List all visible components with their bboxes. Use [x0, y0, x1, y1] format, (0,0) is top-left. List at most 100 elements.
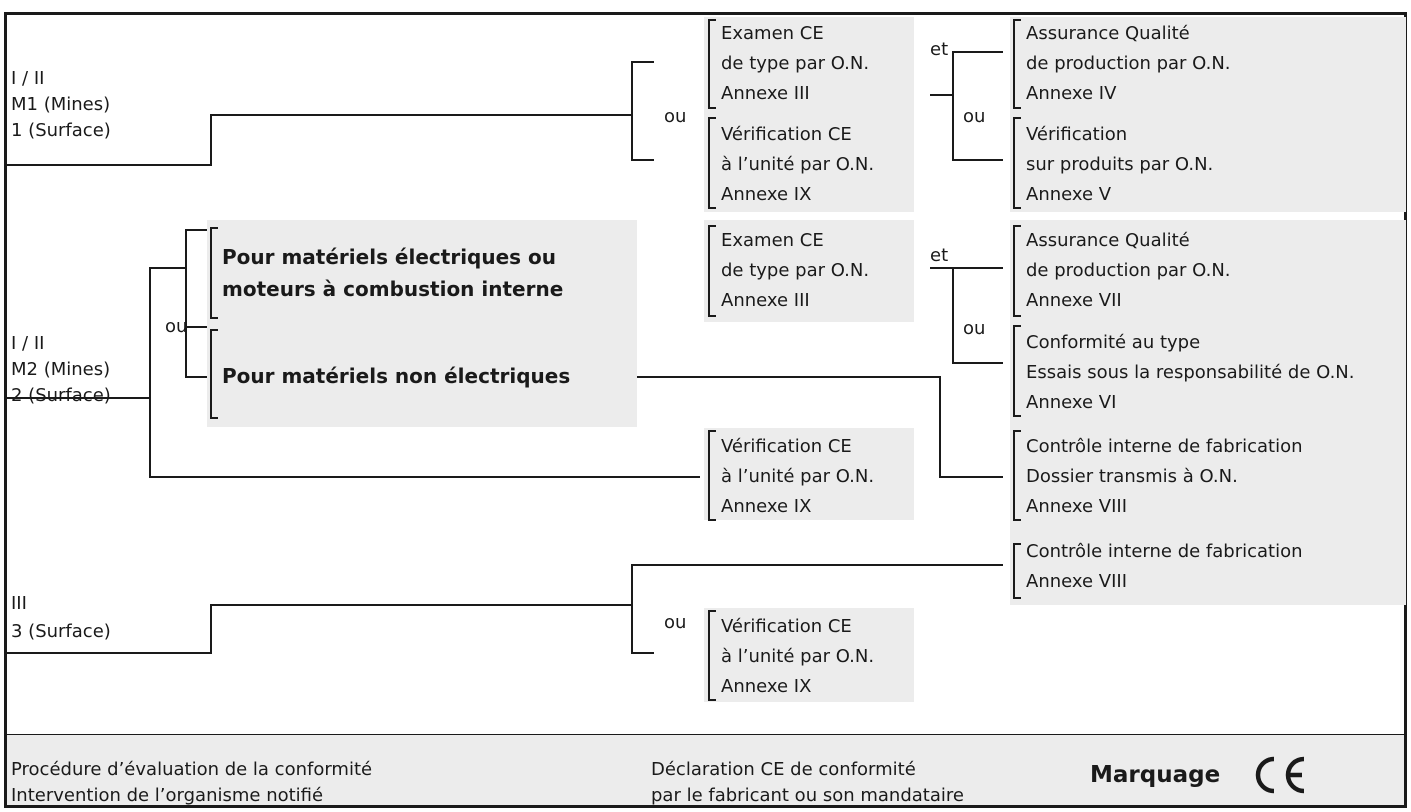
ou-label-2: ou	[963, 106, 986, 127]
ou-label-4: ou	[963, 318, 986, 339]
aq-iv-l2: de production par O.N.	[1026, 53, 1231, 74]
bracket-viii	[1013, 543, 1021, 599]
ou-label-5: ou	[664, 612, 687, 633]
vi-l2: Essais sous la responsabilité de O.N.	[1026, 362, 1355, 383]
ou-label-3: ou	[165, 316, 188, 337]
cat1-branch	[7, 61, 654, 166]
cat2-ou-branch	[149, 229, 207, 398]
materials-non-electrical: Pour matériels non électriques	[222, 362, 570, 391]
verif-unite-1: Vérification CE à l’unité par O.N. Annex…	[721, 121, 874, 208]
dossier-l2: Dossier transmis à O.N.	[1026, 466, 1238, 487]
bracket-examen-2	[708, 225, 716, 317]
box-examen-ce-2	[704, 220, 914, 322]
box-verif-2	[704, 428, 914, 520]
non-elec-to-viii	[637, 376, 1003, 478]
examen-ce-2-l2: de type par O.N.	[721, 260, 870, 281]
bracket-aq-vii	[1013, 225, 1021, 317]
verif-unite-2-l3: Annexe IX	[721, 496, 812, 517]
footer-left: Procédure d’évaluation de la conformité …	[11, 757, 372, 809]
aq-iv: Assurance Qualité de production par O.N.…	[1026, 20, 1231, 107]
aq-iv-l3: Annexe IV	[1026, 83, 1117, 104]
examen-ce-1: Examen CE de type par O.N. Annexe III	[721, 20, 869, 107]
dossier-l3: Annexe VIII	[1026, 496, 1128, 517]
box-aq-vii	[1010, 220, 1406, 605]
examen-ce-1-l2: de type par O.N.	[721, 53, 870, 74]
verif-unite-3-l1: Vérification CE	[721, 616, 852, 637]
examen-ce-2-l1: Examen CE	[721, 230, 824, 251]
examen-ce-2-l3: Annexe III	[721, 290, 810, 311]
verif-unite-3: Vérification CE à l’unité par O.N. Annex…	[721, 613, 874, 700]
bracket-verif-1	[708, 117, 716, 209]
cat2-branch	[7, 397, 700, 478]
bracket-elec	[210, 227, 218, 319]
footer-band	[7, 735, 1404, 805]
footer-middle-l2: par le fabricant ou son mandataire	[651, 785, 964, 806]
bracket-examen-1	[708, 19, 716, 109]
verif-unite-1-l1: Vérification CE	[721, 124, 852, 145]
bracket-verif-3	[708, 610, 716, 701]
cat3-line-1: III	[11, 593, 27, 614]
cat1-label: I / II M1 (Mines) 1 (Surface)	[11, 68, 111, 142]
materials-electrical: Pour matériels électriques ou moteurs à …	[222, 243, 563, 304]
verif-unite-3-l2: à l’unité par O.N.	[721, 646, 875, 667]
materials-electrical-l1: Pour matériels électriques ou	[222, 245, 557, 269]
marquage-label: Marquage	[1090, 762, 1221, 788]
viii-l1: Contrôle interne de fabrication	[1026, 541, 1303, 562]
vi-l3: Annexe VI	[1026, 392, 1117, 413]
verif-v-l3: Annexe V	[1026, 184, 1112, 205]
conformite-type-vi: Conformité au type Essais sous la respon…	[1026, 329, 1354, 416]
materials-non-electrical-l1: Pour matériels non électriques	[222, 364, 571, 388]
et-label-1: et	[930, 39, 949, 60]
aq-iv-l1: Assurance Qualité	[1026, 23, 1190, 44]
cat2-line-1: I / II	[11, 333, 45, 354]
box-aq-iv	[1010, 17, 1406, 212]
footer-middle-l1: Déclaration CE de conformité	[651, 759, 916, 780]
bracket-verif-v	[1013, 117, 1021, 209]
verif-v-l2: sur produits par O.N.	[1026, 154, 1214, 175]
aq-vii: Assurance Qualité de production par O.N.…	[1026, 227, 1231, 314]
verif-v-l1: Vérification	[1026, 124, 1128, 145]
footer-middle: Déclaration CE de conformité par le fabr…	[651, 757, 964, 809]
cat1-line-2: M1 (Mines)	[11, 94, 111, 115]
cat2-label: I / II M2 (Mines) 2 (Surface)	[11, 333, 111, 407]
cat1-line-3: 1 (Surface)	[11, 120, 111, 141]
verif-unite-1-l3: Annexe IX	[721, 184, 812, 205]
verif-unite-2-l1: Vérification CE	[721, 436, 852, 457]
cat2-line-3: 2 (Surface)	[11, 385, 111, 406]
bracket-vi	[1013, 325, 1021, 417]
examen-ce-1-l3: Annexe III	[721, 83, 810, 104]
ou-label-1: ou	[664, 106, 687, 127]
verif-unite-2-l2: à l’unité par O.N.	[721, 466, 875, 487]
examen-ce-1-l1: Examen CE	[721, 23, 824, 44]
bracket-non-elec	[210, 329, 218, 419]
bracket-dossier	[1013, 430, 1021, 521]
ce-mark-icon	[1255, 756, 1305, 794]
viii-l2: Annexe VIII	[1026, 571, 1128, 592]
vi-l1: Conformité au type	[1026, 332, 1201, 353]
verif-produits-v: Vérification sur produits par O.N. Annex…	[1026, 121, 1213, 208]
box-materials	[207, 220, 637, 427]
examen-ce-2: Examen CE de type par O.N. Annexe III	[721, 227, 869, 314]
cat2-et-branch	[930, 267, 1003, 364]
bracket-verif-2	[708, 430, 716, 521]
controle-viii: Contrôle interne de fabrication Annexe V…	[1026, 538, 1303, 595]
cat1-line-1: I / II	[11, 68, 45, 89]
dossier-l1: Contrôle interne de fabrication	[1026, 436, 1303, 457]
verif-unite-2: Vérification CE à l’unité par O.N. Annex…	[721, 433, 874, 520]
verif-unite-1-l2: à l’unité par O.N.	[721, 154, 875, 175]
cat2-line-2: M2 (Mines)	[11, 359, 111, 380]
verif-unite-3-l3: Annexe IX	[721, 676, 812, 697]
bracket-aq-iv	[1013, 19, 1021, 109]
box-verif-3	[704, 608, 914, 702]
aq-vii-l3: Annexe VII	[1026, 290, 1122, 311]
cat3-label: III 3 (Surface)	[11, 593, 111, 643]
footer-left-l1: Procédure d’évaluation de la conformité	[11, 759, 373, 780]
footer-left-l2: Intervention de l’organisme notifié	[11, 785, 324, 806]
aq-vii-l1: Assurance Qualité	[1026, 230, 1190, 251]
cat3-line-2: 3 (Surface)	[11, 621, 111, 642]
cat1-et-branch	[930, 51, 1003, 161]
cat3-branch	[7, 564, 1003, 654]
materials-electrical-l2: moteurs à combustion interne	[222, 277, 564, 301]
controle-dossier: Contrôle interne de fabrication Dossier …	[1026, 433, 1303, 520]
